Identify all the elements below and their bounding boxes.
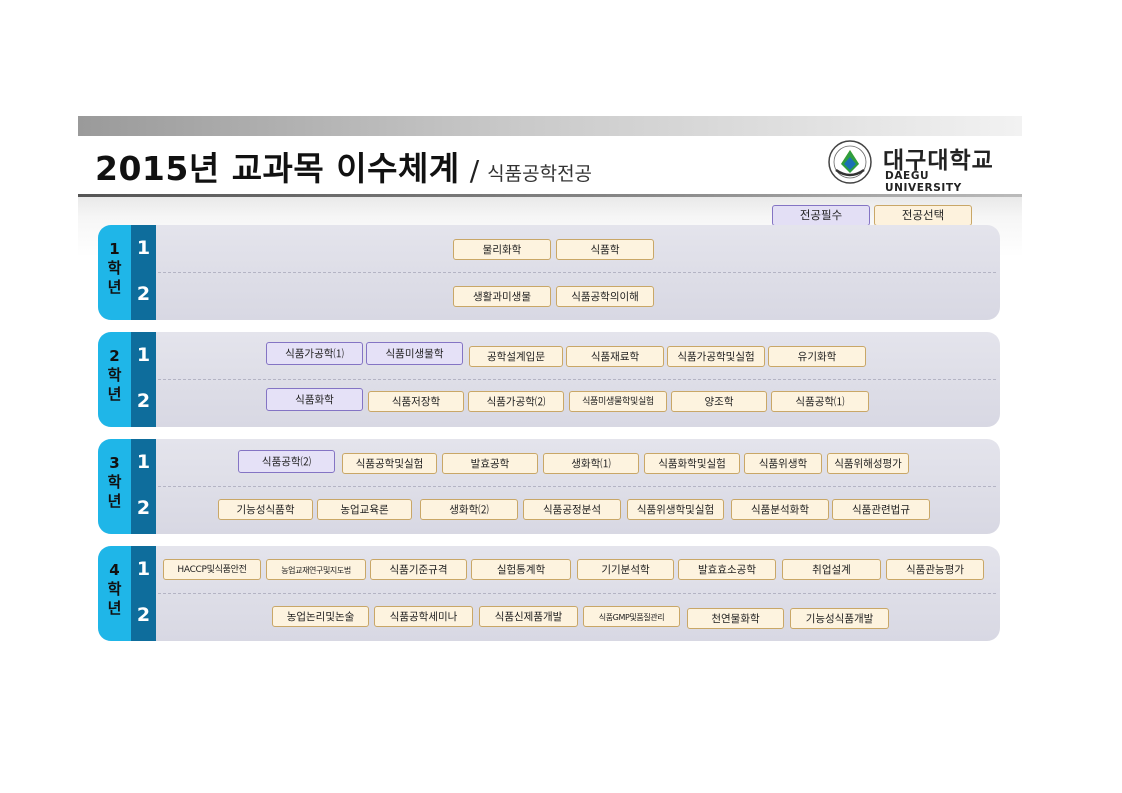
course-elective: 취업설계 <box>782 559 881 580</box>
year-2-label: 2 학 년 <box>107 347 122 403</box>
course-elective: 양조학 <box>671 391 767 412</box>
title-main: 2015년 교과목 이수체계 <box>95 149 460 188</box>
legend-required: 전공필수 <box>772 205 870 226</box>
semester-2-label: 2 <box>136 390 151 412</box>
university-name-english: DAEGU UNIVERSITY <box>885 170 962 194</box>
course-elective: 식품공학및실험 <box>342 453 437 474</box>
university-name-korean: 대구대학교 <box>883 148 994 174</box>
course-elective: 기능성식품개발 <box>790 608 889 629</box>
course-elective: 식품위생학및실험 <box>627 499 724 520</box>
year-4-label-bar: 4 학 년 1 2 <box>98 546 156 641</box>
course-elective: 식품GMP및품질관리 <box>583 606 680 627</box>
semester-1-label: 1 <box>136 237 151 259</box>
course-elective: 식품공학세미나 <box>374 606 473 627</box>
course-elective: 식품신제품개발 <box>479 606 578 627</box>
year-1-label: 1 학 년 <box>107 240 122 296</box>
course-elective: 식품분석화학 <box>731 499 829 520</box>
course-elective: 식품재료학 <box>566 346 664 367</box>
course-elective: 농업교재연구및지도법 <box>266 559 366 580</box>
year-3-label: 3 학 년 <box>107 454 122 510</box>
course-elective: 식품공학의이해 <box>556 286 654 307</box>
course-required: 식품공학⑵ <box>238 450 335 473</box>
course-elective: 식품가공학⑵ <box>468 391 564 412</box>
semester-2-label: 2 <box>136 604 151 626</box>
year-2-block: 2 학 년 1 2 식품가공학⑴ 식품미생물학 공학설계입문 식품재료학 식품가… <box>98 332 1000 427</box>
course-elective: 생활과미생물 <box>453 286 551 307</box>
course-elective: 천연물화학 <box>687 608 784 629</box>
year-1-block: 1 학 년 1 2 물리화학 식품학 생활과미생물 식품공학의이해 <box>98 225 1000 320</box>
top-gradient-bar <box>78 116 1022 136</box>
university-logo: 대구대학교 DAEGU UNIVERSITY <box>828 138 1008 194</box>
course-elective: 생화학⑵ <box>420 499 518 520</box>
course-elective: 기기분석학 <box>577 559 674 580</box>
title-slash: / <box>469 154 480 187</box>
course-elective: 농업논리및논술 <box>272 606 369 627</box>
year-4-block: 4 학 년 1 2 HACCP및식품안전 농업교재연구및지도법 식품기준규격 실… <box>98 546 1000 641</box>
course-elective: 식품기준규격 <box>370 559 467 580</box>
year-3-block: 3 학 년 1 2 식품공학⑵ 식품공학및실험 발효공학 생화학⑴ 식품화학및실… <box>98 439 1000 534</box>
course-elective: 농업교육론 <box>317 499 412 520</box>
semester-1-label: 1 <box>136 344 151 366</box>
course-elective: 식품화학및실험 <box>644 453 740 474</box>
semester-1-label: 1 <box>136 558 151 580</box>
title-divider <box>78 194 1022 197</box>
course-elective: 실험통계학 <box>471 559 571 580</box>
legend-elective: 전공선택 <box>874 205 972 226</box>
course-required: 식품가공학⑴ <box>266 342 363 365</box>
course-elective: 식품관능평가 <box>886 559 984 580</box>
course-elective: 발효공학 <box>442 453 538 474</box>
course-elective: HACCP및식품안전 <box>163 559 261 580</box>
course-elective: 기능성식품학 <box>218 499 313 520</box>
title-major: 식품공학전공 <box>487 163 593 185</box>
course-elective: 발효효소공학 <box>678 559 776 580</box>
year-3-label-bar: 3 학 년 1 2 <box>98 439 156 534</box>
course-required: 식품화학 <box>266 388 363 411</box>
course-elective: 식품학 <box>556 239 654 260</box>
semester-2-label: 2 <box>136 497 151 519</box>
university-emblem-icon <box>828 140 872 184</box>
year-1-label-bar: 1 학 년 1 2 <box>98 225 156 320</box>
course-elective: 식품미생물학및실험 <box>569 391 667 412</box>
course-elective: 유기화학 <box>768 346 866 367</box>
course-elective: 식품저장학 <box>368 391 464 412</box>
semester-2-label: 2 <box>136 283 151 305</box>
course-elective: 식품관련법규 <box>832 499 930 520</box>
year-4-label: 4 학 년 <box>107 561 122 617</box>
course-elective: 공학설계입문 <box>469 346 563 367</box>
course-elective: 물리화학 <box>453 239 551 260</box>
course-elective: 식품공학⑴ <box>771 391 869 412</box>
course-elective: 식품가공학및실험 <box>667 346 765 367</box>
course-required: 식품미생물학 <box>366 342 463 365</box>
course-elective: 식품공정분석 <box>523 499 621 520</box>
curriculum-slide: 2015년 교과목 이수체계 / 식품공학전공 대구대학교 DAEGU UNIVER… <box>78 116 1022 646</box>
year-2-label-bar: 2 학 년 1 2 <box>98 332 156 427</box>
course-elective: 식품위해성평가 <box>827 453 909 474</box>
course-elective: 생화학⑴ <box>543 453 639 474</box>
page-title: 2015년 교과목 이수체계 / 식품공학전공 <box>95 142 592 190</box>
course-elective: 식품위생학 <box>744 453 822 474</box>
semester-1-label: 1 <box>136 451 151 473</box>
